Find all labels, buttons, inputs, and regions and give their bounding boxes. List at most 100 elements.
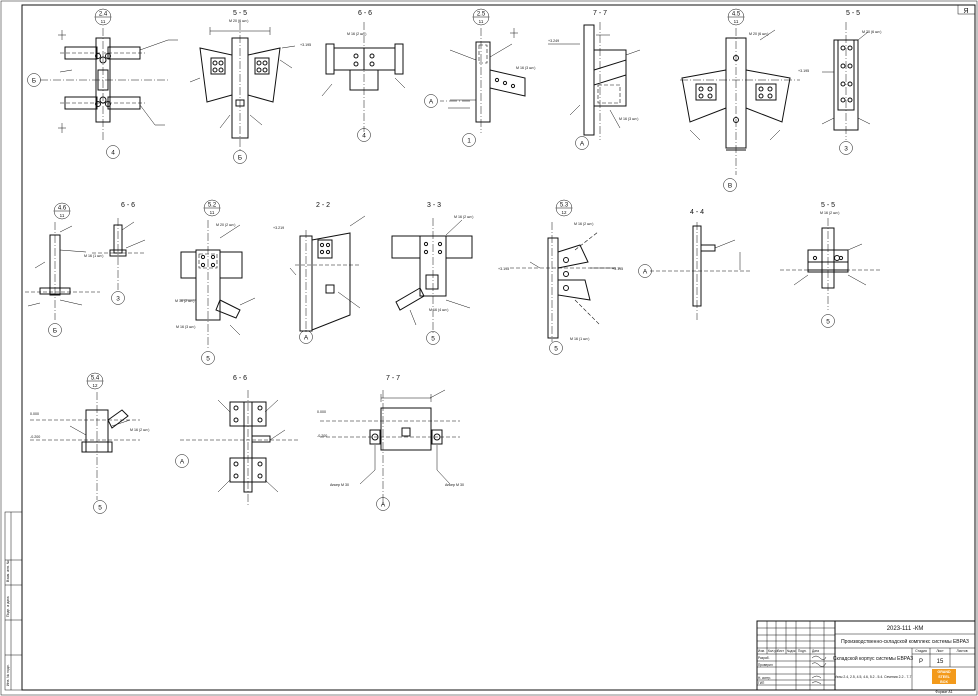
node-sheet-ref: 11	[734, 19, 739, 24]
axis-label: А	[381, 501, 386, 508]
section-title: 7 - 7	[386, 375, 400, 382]
tb-role-norm: Н. контр.	[758, 676, 771, 680]
corner-mark: Я	[963, 8, 968, 15]
callout-bolt-16-2: М 16 (2 шт.)	[347, 32, 367, 36]
axis-label: А	[429, 98, 434, 105]
node-number: 4.6	[58, 206, 67, 212]
axis-bubble	[201, 351, 215, 365]
section-title: 5 - 5	[821, 202, 835, 209]
label-n14: 4 - 4 А	[638, 209, 704, 278]
axis-bubble	[839, 141, 853, 155]
label-n11: 2 - 2 А	[299, 202, 330, 344]
axis-label: 3	[844, 145, 848, 152]
callout-elev-3195: +3.195	[612, 267, 623, 271]
callout-bolt-16-2: М 16 (2 шт.)	[175, 299, 195, 303]
callout-bolt-16-1: М 16 (1 шт.)	[570, 337, 590, 341]
node-sheet-ref: 12	[561, 210, 567, 215]
axis-label: 4	[111, 149, 115, 156]
node-sheet-ref: 11	[101, 19, 106, 24]
callout-bolt-16-2: М 16 (2 шт.)	[454, 215, 474, 219]
callout-elev-3219: +3.219	[273, 226, 284, 230]
sheet-title: Узлы 2.4, 2.5, 4.5, 4.6, 5.2 - 5.4. Сече…	[835, 675, 912, 679]
section-5-5-c	[780, 218, 880, 310]
axis-bubble	[723, 178, 737, 192]
label-n5: 7 - 7А	[575, 10, 607, 150]
axis-bubble	[462, 133, 476, 147]
axis-bubble	[233, 150, 247, 164]
title-block: Изм. Кол.уч Лист №док. Подп. Дата Разраб…	[756, 620, 976, 694]
sheet-number: 15	[937, 659, 944, 665]
axis-label: А	[643, 268, 648, 275]
section-title: 2 - 2	[316, 202, 330, 209]
section-5-5-b	[821, 22, 871, 140]
node-number: 2.4	[99, 12, 108, 18]
section-2-2	[289, 215, 366, 333]
node-number: 4.5	[732, 12, 741, 18]
axis-label: 1	[467, 137, 471, 144]
tb-role-gip: ГИП	[758, 681, 765, 685]
node-sheet-ref: 11	[479, 19, 484, 24]
detail-node-5-3	[510, 222, 620, 342]
section-7-7-a	[548, 22, 641, 140]
signature-3	[811, 675, 822, 679]
callout-elev-0000: 0.000	[30, 412, 39, 416]
axis-label: Б	[32, 77, 36, 84]
axis-label: 3	[116, 295, 120, 302]
callout-elev-0000: 0.000	[317, 410, 326, 414]
section-title: 4 - 4	[690, 209, 704, 216]
axis-label: 4	[362, 132, 366, 139]
section-title: 3 - 3	[427, 202, 441, 209]
callout-anchor: Анкер М 30	[445, 483, 464, 487]
label-n3: 6 - 64	[357, 10, 372, 142]
callout-elev-3249: +3.249	[548, 39, 559, 43]
logo-line-3: BOX	[940, 680, 948, 684]
axis-label: В	[728, 182, 732, 189]
detail-node-4-6	[25, 222, 100, 320]
sheets-header: Листов	[956, 649, 967, 653]
axis-label: А	[180, 458, 185, 465]
axis-label: А	[304, 334, 309, 341]
callout-elev-3195: +3.195	[798, 69, 809, 73]
tb-role-dev: Разраб.	[758, 656, 770, 660]
section-6-6-a	[321, 22, 406, 132]
axis-bubble	[426, 331, 440, 345]
axis-label: Б	[53, 327, 57, 334]
axis-label: 5	[206, 355, 210, 362]
section-title: 5 - 5	[846, 10, 860, 17]
callout-bolt-16-3: М 16 (3 шт.)	[619, 117, 639, 121]
axis-bubble	[48, 323, 62, 337]
format-label: Формат А1	[935, 690, 952, 694]
detail-node-4-5	[680, 28, 800, 175]
tb-col-date: Дата	[812, 649, 819, 653]
axis-label: 5	[98, 504, 102, 511]
tb-col-sheet: Лист	[777, 649, 784, 653]
detail-node-2-5	[440, 28, 526, 133]
tb-col-sign: Подп.	[798, 649, 807, 653]
project-name: Производственно-складской комплекс систе…	[841, 638, 969, 645]
label-n17: 6 - 6А	[175, 375, 247, 468]
callout-elev-3195: +3.195	[498, 267, 509, 271]
node-number: 2.5	[477, 12, 486, 18]
axis-bubble	[299, 330, 313, 344]
node-number: 5.4	[91, 376, 100, 382]
tb-role-check: Проверил	[758, 663, 773, 667]
detail-node-5-2	[180, 220, 256, 350]
axis-label: А	[580, 140, 585, 147]
company-logo: GRAND STEEL BOX	[932, 669, 956, 684]
callout-bolt-16-3: М 16 (3 шт.)	[176, 325, 196, 329]
callout-elev-0200: -0.200	[317, 434, 327, 438]
sheet-header: Лист	[936, 649, 944, 653]
label-n2: 5 - 5Б	[233, 10, 247, 164]
axis-bubble	[357, 128, 371, 142]
stage-header: Стадия	[915, 649, 927, 653]
axis-bubble	[575, 136, 589, 150]
section-3-3	[391, 218, 473, 333]
axis-bubble	[821, 314, 835, 328]
